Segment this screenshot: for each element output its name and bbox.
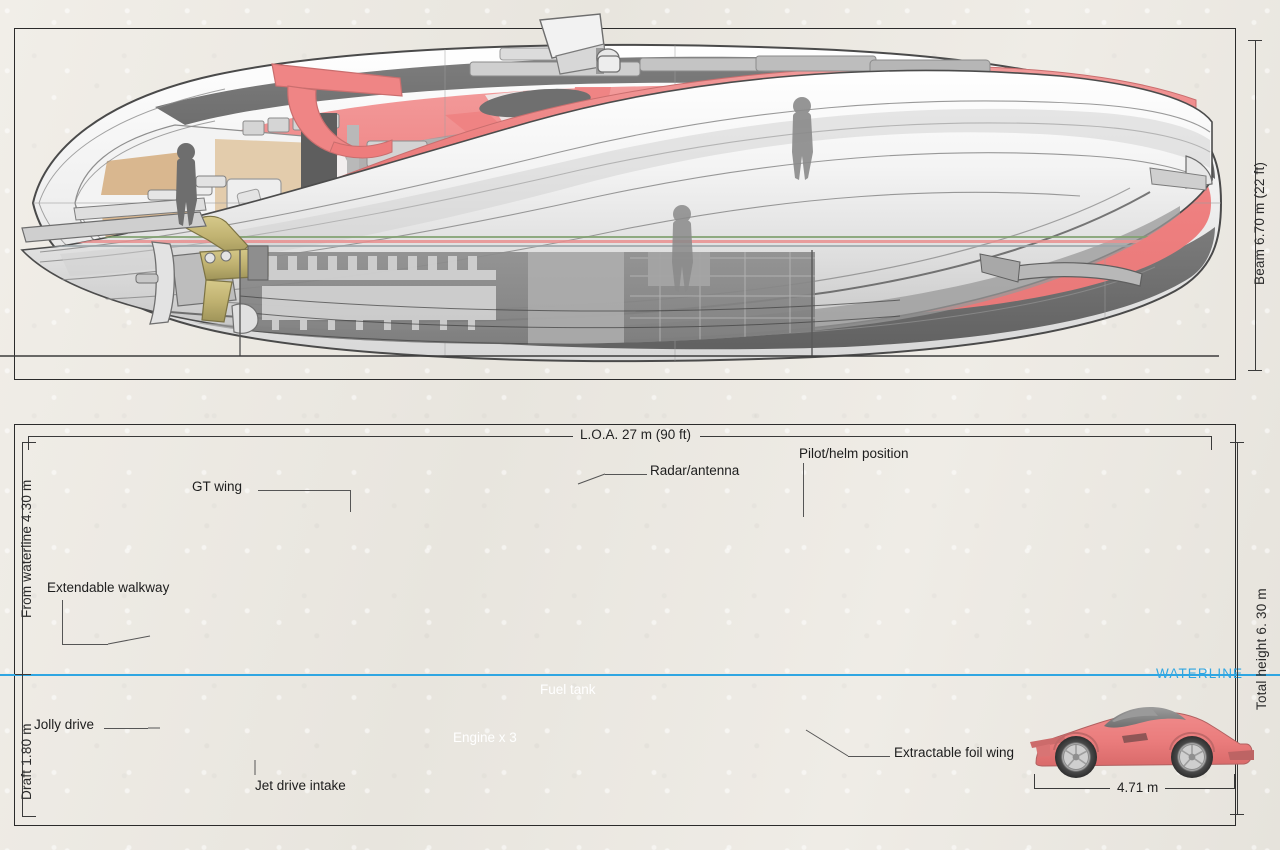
extendable-walkway	[21, 175, 227, 243]
draft-dim-line	[22, 674, 23, 816]
beam-tick-top	[1248, 40, 1262, 41]
gt-wing-leader-h	[258, 490, 350, 491]
jolly-drive-assembly	[135, 215, 269, 334]
profile-stripe-group	[22, 236, 1212, 247]
total-height-dim-line	[1237, 442, 1238, 814]
plan-teak-a	[101, 151, 191, 195]
callout-jolly-drive: Jolly drive	[34, 717, 95, 732]
loa-tick-left	[28, 436, 29, 450]
profile-stern-details	[1149, 155, 1213, 191]
callout-jet-drive-intake: Jet drive intake	[255, 778, 346, 793]
profile-view-drawing	[0, 13, 1219, 357]
total-height-tick-top	[1230, 442, 1244, 443]
reference-car-silhouette	[1030, 707, 1254, 778]
profile-view-panel	[0, 0, 1222, 402]
beam-dim-line	[1255, 40, 1256, 370]
from-waterline-dim-line	[22, 442, 23, 674]
beam-tick-bottom	[1248, 370, 1262, 371]
jolly-drive-leader-h	[104, 728, 148, 729]
radar-leader-h	[605, 474, 647, 475]
total-height-tick-bottom	[1230, 814, 1244, 815]
loa-dimension-label: L.O.A. 27 m (90 ft)	[580, 427, 692, 442]
draft-label: Draft 1.80 m	[19, 723, 34, 800]
engine-bank-silhouette	[262, 256, 496, 330]
gt-wing	[271, 63, 403, 159]
foil-wing-leader-h	[848, 756, 890, 757]
car-dim-line-right	[1165, 788, 1234, 789]
car-tick-left	[1034, 774, 1035, 789]
car-dim-line-left	[1034, 788, 1110, 789]
radar-antenna-assembly	[539, 13, 621, 75]
car-length-label: 4.71 m	[1117, 780, 1159, 795]
extendable-walkway-leader-h	[62, 644, 108, 645]
extendable-walkway-leader-v	[62, 600, 63, 644]
extractable-foil-wing	[979, 253, 1143, 287]
propeller-blade	[149, 241, 175, 325]
from-waterline-tick-top	[22, 442, 36, 443]
human-figure-helm	[792, 97, 813, 180]
car-tick-right	[1234, 774, 1235, 789]
callout-pilot-helm: Pilot/helm position	[799, 446, 909, 461]
draft-tick-bottom	[22, 816, 36, 817]
callout-extendable-walkway: Extendable walkway	[47, 580, 170, 595]
profile-hull-shade-upper	[60, 108, 1210, 276]
pilot-helm-leader-v	[803, 463, 804, 517]
loa-dim-line-right	[700, 436, 1212, 437]
callout-gt-wing: GT wing	[192, 479, 243, 494]
from-waterline-tick-bottom	[15, 674, 31, 675]
label-fuel-tank: Fuel tank	[540, 682, 596, 697]
fuel-tank-block	[528, 252, 624, 345]
callout-extractable-foil-wing: Extractable foil wing	[894, 745, 1015, 760]
from-waterline-label: From waterline 4.30 m	[19, 479, 34, 619]
loa-tick-right	[1211, 436, 1212, 450]
callout-radar-antenna: Radar/antenna	[650, 463, 740, 478]
loa-dim-line-left	[28, 436, 573, 437]
waterline-line	[0, 674, 1280, 676]
profile-engine-room-cutaway	[239, 252, 901, 345]
beam-dimension-label: Beam 6.70 m (22 ft)	[1252, 161, 1267, 285]
gt-wing-leader-v	[350, 490, 351, 512]
human-figure-midship	[672, 205, 693, 292]
label-engine-count: Engine x 3	[453, 730, 517, 745]
waterline-label: WATERLINE	[1156, 666, 1244, 681]
human-figure-foredeck	[176, 143, 197, 226]
total-height-label: Total height 6. 30 m	[1254, 588, 1269, 710]
